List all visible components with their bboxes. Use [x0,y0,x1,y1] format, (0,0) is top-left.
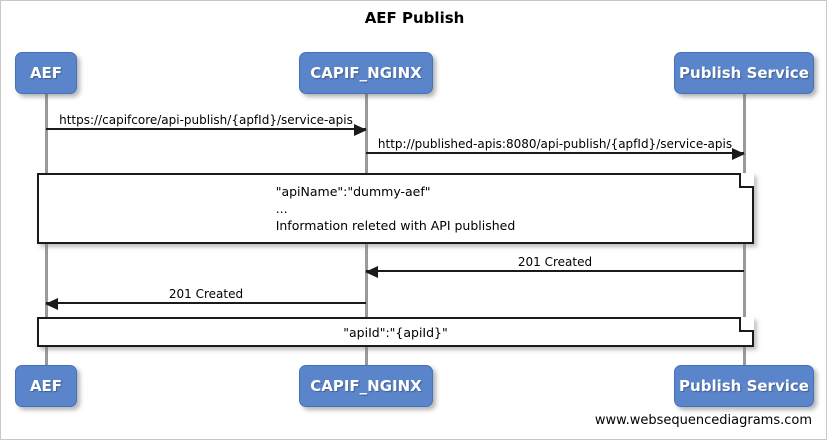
participant-top-publish-service[interactable]: Publish Service [674,52,814,94]
arrowhead-right-icon [732,148,745,160]
message-label-2: http://published-apis:8080/api-publish/{… [377,137,733,151]
note-line: ... [275,201,288,216]
participant-label-aef: AEF [29,64,63,82]
participant-bottom-capif-nginx[interactable]: CAPIF_NGINX [299,365,433,407]
participant-top-aef[interactable]: AEF [15,52,77,94]
message-label-1: https://capifcore/api-publish/{apfId}/se… [59,113,353,127]
participant-label-aef: AEF [29,377,63,395]
message-line-2 [366,152,744,154]
message-line-1 [46,128,366,130]
message-label-3: 201 Created [517,255,593,269]
arrowhead-left-icon [45,298,58,310]
note-line: "apiId":"{apiId}" [343,324,448,340]
note-fold-icon [739,317,754,332]
participant-label-capif-nginx: CAPIF_NGINX [310,377,422,395]
footer-credit: www.websequencediagrams.com [594,413,812,428]
page-title: AEF Publish [364,9,465,27]
message-capif-nginx-to-publish-service[interactable]: http://published-apis:8080/api-publish/{… [366,132,745,160]
arrowhead-right-icon [354,124,367,136]
note-line: Information releted with API published [275,218,516,233]
participant-label-capif-nginx: CAPIF_NGINX [310,64,422,82]
note-response-payload: "apiId":"{apiId}" [37,317,754,347]
note-request-payload-text: "apiName":"dummy-aef" ... Information re… [39,175,752,242]
message-publish-service-to-capif-nginx[interactable]: 201 Created [365,250,744,278]
message-line-3 [366,270,744,272]
message-aef-to-capif-nginx[interactable]: https://capifcore/api-publish/{apfId}/se… [46,108,367,136]
note-fold-icon [739,173,754,188]
participant-bottom-publish-service[interactable]: Publish Service [674,365,814,407]
message-line-4 [46,302,366,304]
participant-bottom-aef[interactable]: AEF [15,365,77,407]
participant-label-publish-service: Publish Service [679,64,809,82]
arrowhead-left-icon [365,266,378,278]
participant-top-capif-nginx[interactable]: CAPIF_NGINX [299,52,433,94]
note-request-payload: "apiName":"dummy-aef" ... Information re… [37,173,754,244]
note-response-payload-text: "apiId":"{apiId}" [39,319,752,345]
note-line: "apiName":"dummy-aef" [275,184,431,199]
message-label-4: 201 Created [168,287,244,301]
participant-label-publish-service: Publish Service [679,377,809,395]
message-capif-nginx-to-aef[interactable]: 201 Created [45,282,366,310]
